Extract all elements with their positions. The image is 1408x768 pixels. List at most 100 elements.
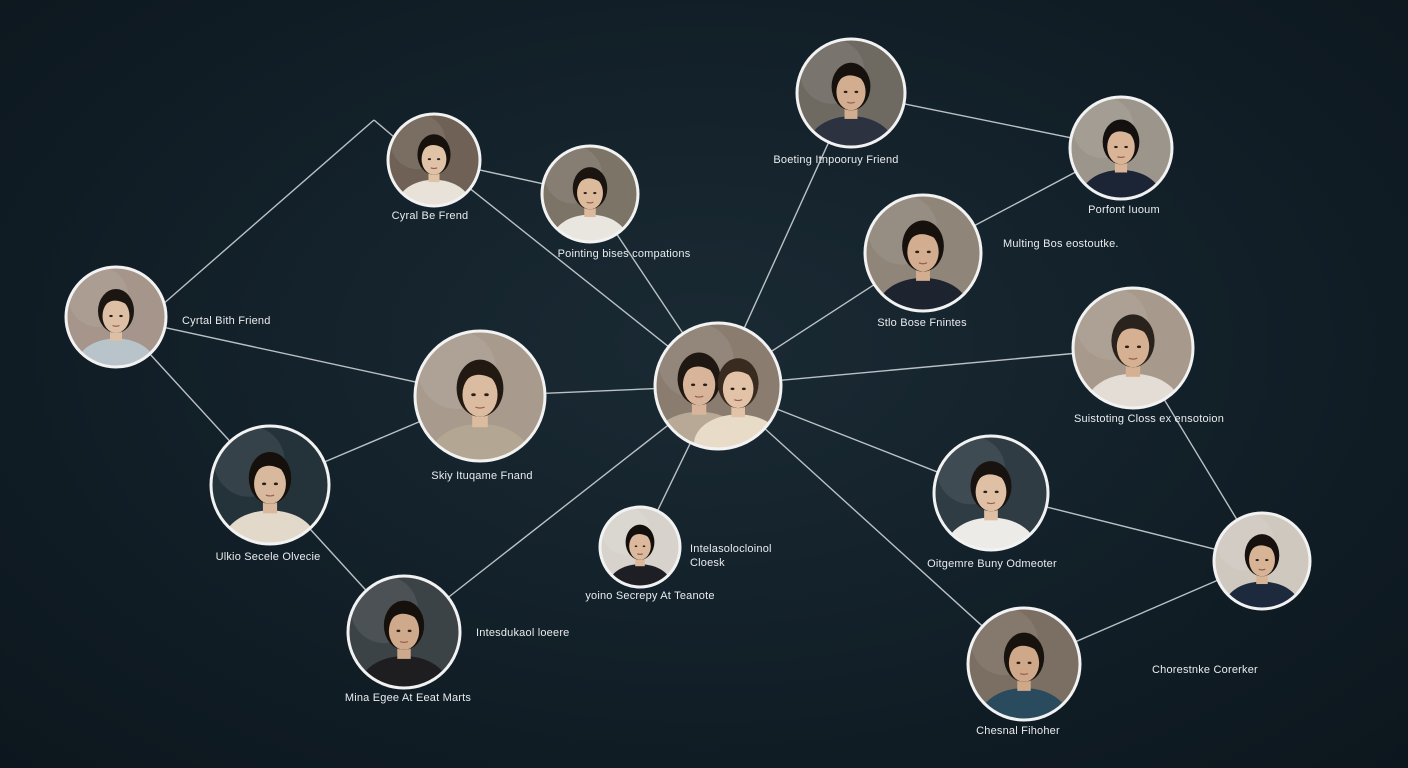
eye-left [1016, 661, 1021, 665]
edge-n11-n13 [1163, 398, 1238, 521]
person-node-n14[interactable] [966, 606, 1082, 746]
eye-left [843, 90, 848, 94]
portrait-ring [795, 37, 907, 149]
face [1107, 129, 1135, 165]
eye-right [593, 191, 597, 195]
label-n7: yoino Secrepy At Teanote [585, 590, 714, 602]
person-node-n6[interactable] [346, 574, 462, 714]
shoulders [1086, 373, 1180, 408]
portrait-photo [1214, 513, 1310, 609]
label-n7-2: Cloesk [690, 557, 725, 569]
shoulders [980, 688, 1068, 720]
person-node-n5[interactable] [209, 424, 331, 572]
label-n11: Suistoting Closs ex ensotoion [1074, 413, 1224, 425]
eye-right [407, 629, 412, 633]
face [836, 73, 866, 111]
person-node-n12[interactable] [932, 434, 1050, 577]
eye-left [396, 629, 401, 633]
fringe [420, 137, 449, 155]
edge-n8-center [743, 141, 830, 329]
mouth [399, 640, 409, 643]
edge-n4-center [544, 387, 656, 394]
person-node-n1[interactable] [386, 112, 482, 228]
label-n14: Chesnal Fihoher [976, 725, 1060, 737]
eye-left [1255, 558, 1259, 562]
eye-left [262, 482, 267, 486]
person-node-n4[interactable] [413, 329, 547, 492]
portrait-photo [968, 608, 1080, 720]
portrait-ring [1071, 286, 1195, 410]
mouth [112, 324, 120, 327]
fringe [1105, 122, 1138, 142]
mouth [1019, 672, 1029, 675]
person-node-n2[interactable] [540, 144, 640, 265]
portrait-photo [1070, 97, 1172, 199]
person-node-n3[interactable] [64, 265, 168, 391]
fringe [1007, 636, 1042, 658]
face [629, 532, 651, 560]
eye-right [854, 90, 859, 94]
portrait-photo [600, 507, 680, 587]
neck [1256, 569, 1268, 585]
person-node-n9[interactable] [863, 193, 983, 338]
portrait-ring [966, 606, 1082, 722]
portrait-ring [346, 574, 462, 690]
portrait-ring [64, 265, 168, 369]
eye-right [1136, 345, 1142, 349]
face [421, 143, 447, 175]
edge-n5-n3 [149, 353, 231, 442]
shoulders [552, 214, 628, 242]
portrait-photo [211, 426, 329, 544]
fringe [721, 361, 757, 384]
face [1116, 326, 1150, 368]
face [388, 611, 420, 650]
connection-lines [149, 103, 1238, 643]
edge-n3-n1-a [161, 119, 375, 306]
person-nodes [64, 37, 1312, 746]
portrait-photo [655, 323, 781, 449]
person-node-n10[interactable] [1068, 95, 1174, 223]
label-n4: Skiy Ituqame Fnand [431, 470, 532, 482]
portrait-ring [386, 112, 482, 208]
neck [428, 168, 440, 183]
fringe [628, 527, 653, 543]
mouth [430, 167, 438, 170]
shoulders [946, 517, 1036, 550]
person-node-n11[interactable] [1071, 286, 1195, 436]
eye-left [634, 545, 638, 548]
mouth [694, 395, 704, 398]
edge-n5-n6 [309, 528, 367, 592]
portrait-ring [209, 424, 331, 546]
label-n2: Pointing bises compations [558, 248, 691, 260]
portrait-ring [598, 505, 682, 589]
fringe [387, 604, 422, 626]
portrait-photo [388, 114, 480, 206]
edge-n3-n1-b [373, 119, 395, 138]
edge-n14-n13 [1075, 579, 1219, 643]
fringe [834, 66, 869, 87]
mouth [986, 502, 996, 505]
eye-left [983, 490, 988, 494]
label-n5: Ulkio Secele Olvecie [216, 551, 321, 563]
edge-n12-center [776, 408, 939, 473]
edge-n1-n2 [478, 169, 544, 185]
face [462, 372, 498, 417]
mouth [475, 406, 485, 409]
person-node-n13[interactable] [1212, 511, 1312, 632]
portrait-ring [932, 434, 1050, 552]
face [577, 176, 603, 210]
shoulders [1224, 581, 1300, 609]
portrait-photo [1073, 288, 1193, 408]
mouth [586, 201, 594, 204]
shoulders [77, 338, 155, 367]
fringe [460, 363, 501, 389]
person-node-n8[interactable] [795, 37, 907, 172]
eye-right [1124, 145, 1128, 149]
shoulders [223, 510, 317, 544]
person-node-n7[interactable] [598, 505, 682, 606]
person-node-center[interactable] [652, 321, 783, 474]
portrait-photo [865, 195, 981, 311]
fringe [252, 455, 289, 478]
eye-right [994, 490, 999, 494]
